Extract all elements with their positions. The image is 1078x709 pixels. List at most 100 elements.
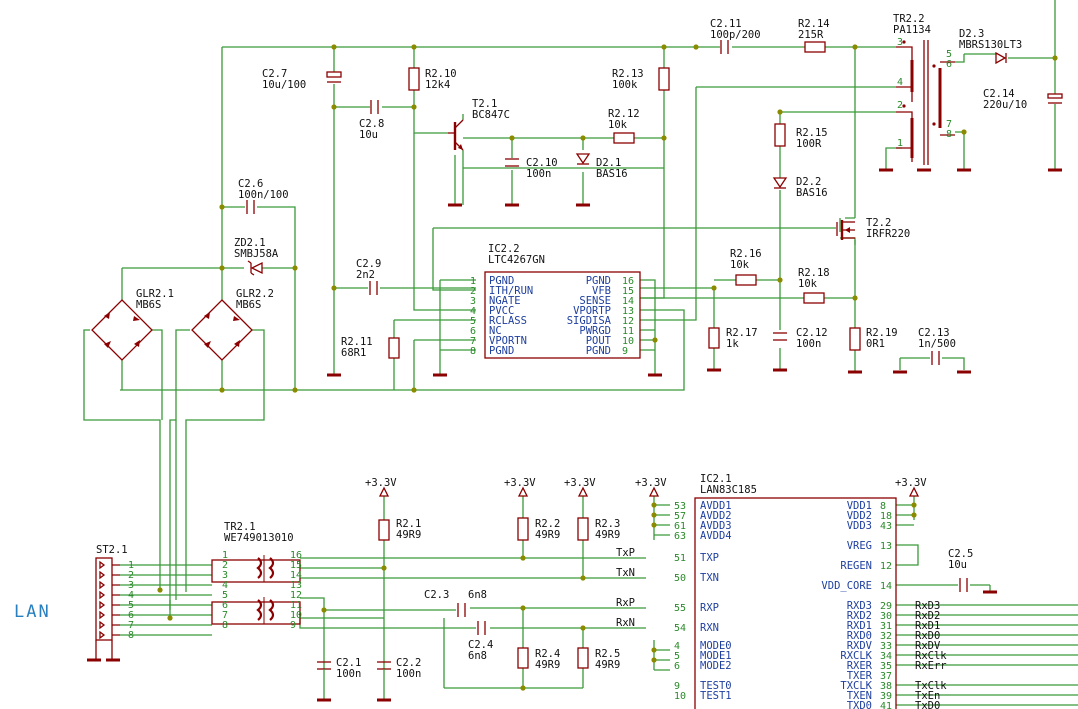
net-rxerr: RxErr bbox=[915, 660, 947, 672]
net-txn: TxN bbox=[616, 567, 635, 579]
diode-d23 bbox=[995, 51, 1007, 65]
label-d22-ref: D2.2 bbox=[796, 176, 821, 188]
ic21-pin-18-name: VDD2 bbox=[847, 510, 872, 522]
label-c211-ref: C2.11 bbox=[710, 18, 742, 30]
label-c23-val: 6n8 bbox=[468, 589, 487, 601]
capacitor-c23 bbox=[457, 603, 466, 617]
label-zd21-ref: ZD2.1 bbox=[234, 237, 266, 249]
label-glr22-val: MB6S bbox=[236, 299, 261, 311]
label-c24-ref: C2.4 bbox=[468, 639, 493, 651]
label-tr22-val: PA1134 bbox=[893, 24, 931, 36]
net-rxclk: RxClk bbox=[915, 650, 947, 662]
ic21-pin-9-name: TEST0 bbox=[700, 680, 732, 692]
net-rxd3: RxD3 bbox=[915, 600, 940, 612]
tr21-pin-1: 1 bbox=[222, 550, 228, 561]
ic22-pin-9-name: PGND bbox=[586, 345, 611, 357]
lan-label: LAN bbox=[14, 602, 51, 622]
label-glr21-val: MB6S bbox=[136, 299, 161, 311]
net-rxd2: RxD2 bbox=[915, 610, 940, 622]
label-vcc-r23: +3.3V bbox=[564, 477, 596, 489]
capacitor-c21 bbox=[317, 661, 331, 700]
capacitor-c213 bbox=[931, 351, 940, 365]
components bbox=[87, 40, 1063, 709]
label-c22-val: 100n bbox=[396, 668, 421, 680]
net-rxp: RxP bbox=[616, 597, 635, 609]
label-r211-ref: R2.11 bbox=[341, 336, 373, 348]
label-c213-val: 1n/500 bbox=[918, 338, 956, 350]
label-st21-ref: ST2.1 bbox=[96, 544, 128, 556]
label-r25-ref: R2.5 bbox=[595, 648, 620, 660]
ic22-pin-12-number: 12 bbox=[622, 316, 634, 327]
bridge-glr21 bbox=[91, 299, 153, 361]
ic21-pin-13-number: 13 bbox=[880, 541, 892, 552]
label-r21-ref: R2.1 bbox=[396, 518, 421, 530]
label-c28-ref: C2.8 bbox=[359, 118, 384, 130]
capacitor-c28 bbox=[370, 100, 379, 114]
label-r23-val: 49R9 bbox=[595, 529, 620, 541]
st21-pin-7: 7 bbox=[128, 620, 134, 631]
ic21-pin-10-number: 10 bbox=[674, 691, 686, 702]
ic22-pin-5-name: RCLASS bbox=[489, 315, 527, 327]
ic22-pin-14-number: 14 bbox=[622, 296, 634, 307]
ic21-pin-34-number: 34 bbox=[880, 651, 892, 662]
ic21-pin-61-number: 61 bbox=[674, 521, 686, 532]
transistor-t21 bbox=[448, 119, 464, 151]
label-r24-val: 49R9 bbox=[535, 659, 560, 671]
label-c21-val: 100n bbox=[336, 668, 361, 680]
resistor-r23 bbox=[577, 517, 589, 541]
ic21-pin-13-name: VREG bbox=[847, 540, 872, 552]
ic21-pin-55-name: RXP bbox=[700, 602, 719, 614]
ic22-pin-6-number: 6 bbox=[470, 326, 476, 337]
ic21-pin-51-name: TXP bbox=[700, 552, 719, 564]
st21-pin-4: 4 bbox=[128, 590, 134, 601]
ic21-pin-54-number: 54 bbox=[674, 623, 686, 634]
net-rxn: RxN bbox=[616, 617, 635, 629]
tr22-pin-3: 3 bbox=[897, 37, 903, 48]
ic21-pin-37-number: 37 bbox=[880, 671, 892, 682]
ic21-pin-18-number: 18 bbox=[880, 511, 892, 522]
ic21-pin-10-name: TEST1 bbox=[700, 690, 732, 702]
label-r216-ref: R2.16 bbox=[730, 248, 762, 260]
capacitor-c29 bbox=[369, 281, 378, 295]
label-r210-ref: R2.10 bbox=[425, 68, 457, 80]
label-t21-val: BC847C bbox=[472, 109, 510, 121]
ic21-pin-14-number: 14 bbox=[880, 581, 892, 592]
ic22-pin-2-number: 2 bbox=[470, 286, 476, 297]
tr21-pin-8: 8 bbox=[222, 620, 228, 631]
ic21-pin-31-number: 31 bbox=[880, 621, 892, 632]
diode-d22 bbox=[772, 177, 788, 189]
st21-pin-8: 8 bbox=[128, 630, 134, 641]
tr22-pin-2: 2 bbox=[897, 100, 903, 111]
label-t22-ref: T2.2 bbox=[866, 217, 891, 229]
label-ic21-val: LAN83C185 bbox=[700, 484, 757, 496]
ic21-pin-8-number: 8 bbox=[880, 501, 886, 512]
label-r22-ref: R2.2 bbox=[535, 518, 560, 530]
label-r219-ref: R2.19 bbox=[866, 327, 898, 339]
label-c24-val: 6n8 bbox=[468, 650, 487, 662]
zener-zd21 bbox=[247, 260, 263, 276]
supply-arrows bbox=[378, 486, 920, 497]
label-c27-val: 10u/100 bbox=[262, 79, 306, 91]
label-r217-ref: R2.17 bbox=[726, 327, 758, 339]
ic21-pin-38-number: 38 bbox=[880, 681, 892, 692]
label-c29-val: 2n2 bbox=[356, 269, 375, 281]
label-c214-ref: C2.14 bbox=[983, 88, 1015, 100]
resistor-r215 bbox=[774, 123, 786, 147]
label-r23-ref: R2.3 bbox=[595, 518, 620, 530]
ic21-pin-39-number: 39 bbox=[880, 691, 892, 702]
ic22-body bbox=[484, 271, 641, 359]
st21-pin-1: 1 bbox=[128, 560, 134, 571]
ic21-pin-4-number: 4 bbox=[674, 641, 680, 652]
ic21-pin-39-name: TXEN bbox=[847, 690, 872, 702]
ic21-pin-14-name: VDD_CORE bbox=[821, 580, 872, 592]
label-r218-val: 10k bbox=[798, 278, 818, 290]
ic21-pin-53-number: 53 bbox=[674, 501, 686, 512]
diode-d21 bbox=[575, 153, 591, 165]
resistor-r211 bbox=[388, 337, 400, 359]
tr22-pin-4: 4 bbox=[897, 77, 903, 88]
label-c26-val: 100n/100 bbox=[238, 189, 289, 201]
resistor-r216 bbox=[735, 274, 757, 286]
ic22-pin-10-name: POUT bbox=[586, 335, 612, 347]
label-tr21-ref: TR2.1 bbox=[224, 521, 256, 533]
